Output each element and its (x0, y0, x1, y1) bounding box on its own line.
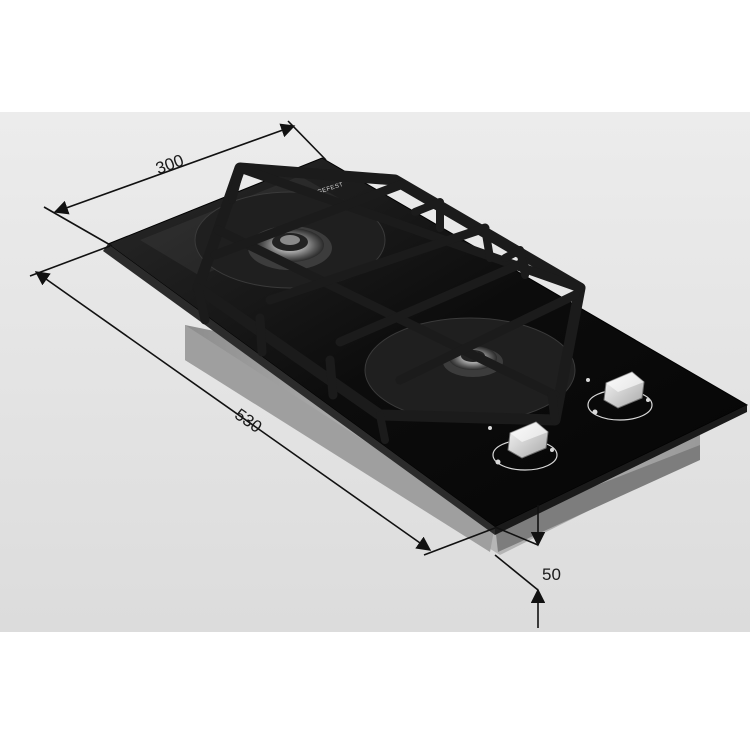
height-dimension-label: 50 (542, 565, 561, 584)
control-knob-rear[interactable] (586, 371, 653, 421)
width-dimension (43, 120, 327, 247)
control-knob-front[interactable] (488, 421, 558, 471)
burner-front (364, 317, 576, 423)
length-dimension (29, 245, 496, 556)
height-dimension (494, 505, 546, 628)
